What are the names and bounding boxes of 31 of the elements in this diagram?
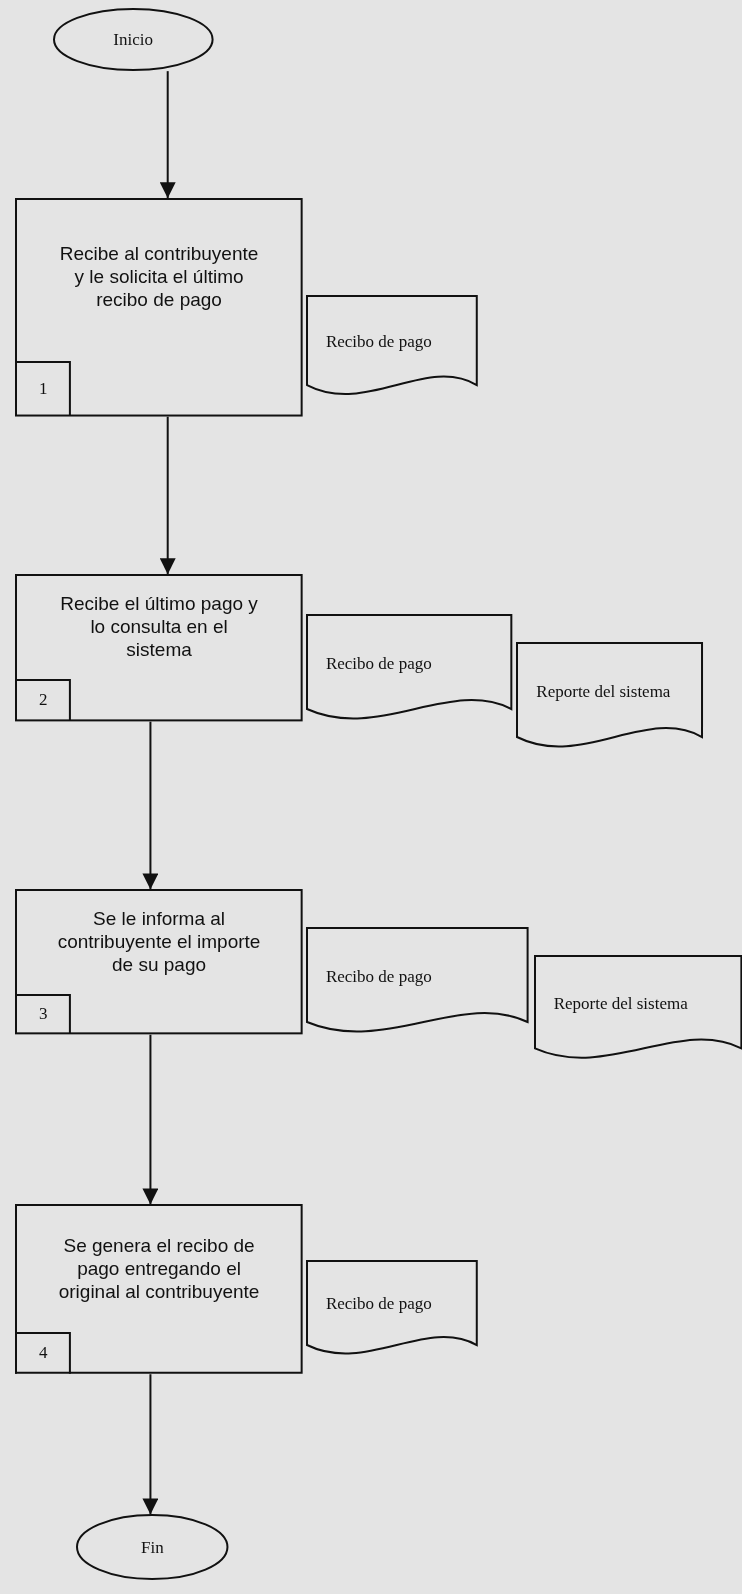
node-text: Recibe al contribuyente y le solicita el último recibo de pago xyxy=(58,241,260,312)
terminal-ellipse xyxy=(76,1514,229,1581)
step-number-box xyxy=(15,994,72,1035)
node-text: Reporte del sistema xyxy=(536,681,672,704)
arrow xyxy=(142,720,159,891)
process-box xyxy=(15,1204,303,1375)
node-text: Se le informa al contribuyente el importe de su pago xyxy=(56,906,262,977)
step-number-box xyxy=(15,360,72,417)
arrow xyxy=(159,70,176,200)
step-number: 1 xyxy=(37,377,49,400)
step-number: 3 xyxy=(37,1003,49,1026)
node-text: Fin xyxy=(140,1536,165,1559)
node-text: Recibo de pago xyxy=(325,965,433,988)
node-text: Inicio xyxy=(112,28,154,51)
node-text: Recibo de pago xyxy=(325,1293,433,1316)
arrow xyxy=(142,1373,159,1516)
step-number: 2 xyxy=(37,689,49,712)
process-box xyxy=(15,889,303,1035)
node-text: Recibo de pago xyxy=(325,330,433,353)
node-text: Recibo de pago xyxy=(325,652,433,675)
step-number: 4 xyxy=(37,1341,49,1364)
process-box xyxy=(15,198,303,417)
node-text: Reporte del sistema xyxy=(553,993,689,1016)
process-box xyxy=(15,574,303,722)
node-text: Se genera el recibo de pago entregando el original al contribuyente xyxy=(57,1233,261,1304)
step-number-box xyxy=(15,678,72,722)
arrow xyxy=(159,415,176,576)
arrow xyxy=(142,1033,159,1206)
node-text: Recibe el último pago y lo consulta en el sistema xyxy=(59,592,259,663)
step-number-box xyxy=(15,1331,72,1375)
terminal-ellipse xyxy=(52,8,214,72)
